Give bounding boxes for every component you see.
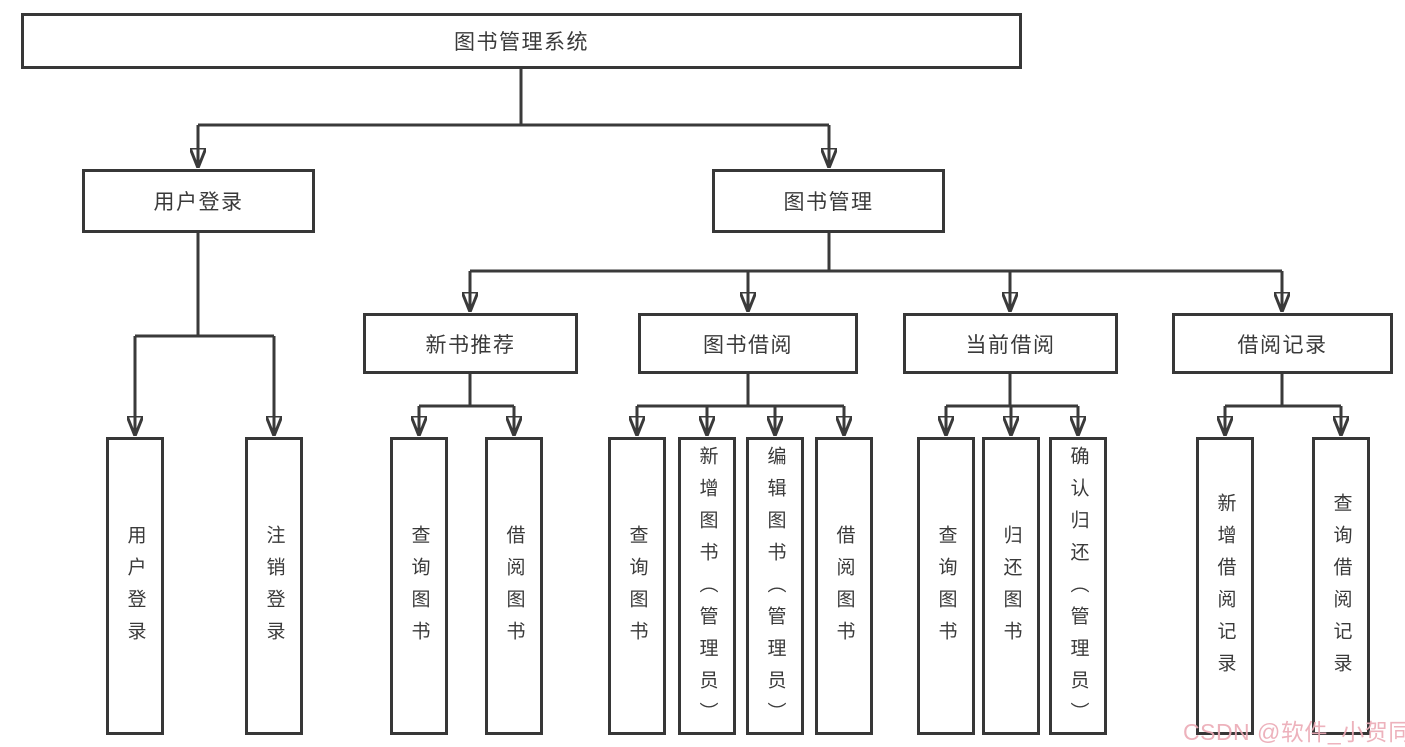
leaf-borrow-query-books: 查询图书 (608, 437, 666, 735)
leaf-logout: 注销登录 (245, 437, 303, 735)
leaf-records-query-record: 查询借阅记录 (1312, 437, 1370, 735)
node-new-book-recommend: 新书推荐 (363, 313, 578, 374)
leaf-records-add-record: 新增借阅记录 (1196, 437, 1254, 735)
leaf-user-login: 用户登录 (106, 437, 164, 735)
node-library-system: 图书管理系统 (21, 13, 1022, 69)
leaf-newbook-query-books: 查询图书 (390, 437, 448, 735)
csdn-watermark: CSDN @软件_小贺同学 (1183, 719, 1405, 745)
node-borrow-records: 借阅记录 (1172, 313, 1393, 374)
connector-trunks (135, 69, 1341, 408)
node-current-borrow: 当前借阅 (903, 313, 1118, 374)
leaf-current-confirm-return-admin: 确认归还（管理员） (1049, 437, 1107, 735)
leaf-borrow-borrow-books: 借阅图书 (815, 437, 873, 735)
leaf-current-query-books: 查询图书 (917, 437, 975, 735)
node-book-management: 图书管理 (712, 169, 945, 233)
leaf-newbook-borrow-books: 借阅图书 (485, 437, 543, 735)
leaf-borrow-add-books-admin: 新增图书（管理员） (678, 437, 736, 735)
leaf-current-return-books: 归还图书 (982, 437, 1040, 735)
leaf-borrow-edit-books-admin: 编辑图书（管理员） (746, 437, 804, 735)
node-user-login: 用户登录 (82, 169, 315, 233)
node-book-borrow: 图书借阅 (638, 313, 858, 374)
